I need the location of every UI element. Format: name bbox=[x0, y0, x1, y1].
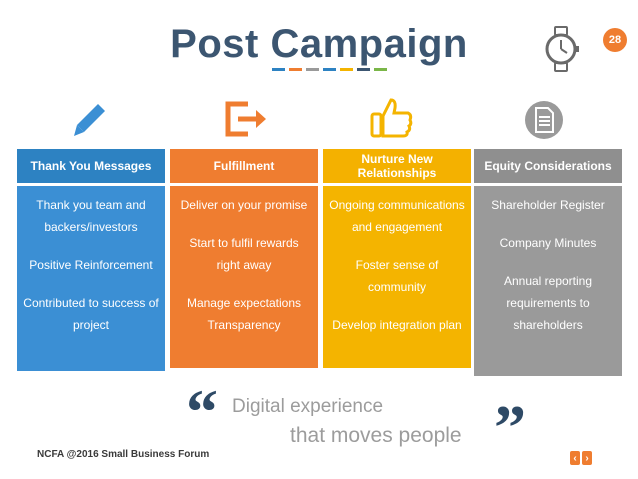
page-title: Post Campaign bbox=[170, 22, 468, 66]
column-body: Deliver on your promise Start to fulfil … bbox=[170, 186, 318, 368]
list-item: Foster sense of community bbox=[355, 258, 439, 294]
list-item: Shareholder Register bbox=[491, 198, 605, 212]
column-body: Ongoing communications and engagement Fo… bbox=[323, 186, 471, 368]
list-item: Company Minutes bbox=[499, 236, 597, 250]
thumbs-up-icon bbox=[370, 98, 413, 138]
list-item: Ongoing communications and engagement bbox=[329, 198, 465, 234]
list-item: Develop integration plan bbox=[332, 318, 462, 332]
column-body: Shareholder Register Company Minutes Ann… bbox=[474, 186, 622, 376]
slide-nav: ‹ › bbox=[570, 451, 592, 465]
column-body: Thank you team and backers/investors Pos… bbox=[17, 186, 165, 371]
open-quote-mark: “ bbox=[186, 376, 218, 447]
quote-line-2: that moves people bbox=[290, 424, 462, 447]
column-header: Fulfillment bbox=[170, 149, 318, 183]
list-item: Annual reporting requirements to shareho… bbox=[503, 274, 593, 332]
column-nurture: Nurture New Relationships Ongoing commun… bbox=[323, 149, 471, 368]
list-item: Manage expectations Transparency bbox=[186, 296, 302, 332]
title-underline bbox=[272, 68, 387, 71]
column-thank-you: Thank You Messages Thank you team and ba… bbox=[17, 149, 165, 371]
list-item: Thank you team and backers/investors bbox=[36, 198, 146, 234]
list-item: Contributed to success of project bbox=[23, 296, 159, 332]
column-header: Nurture New Relationships bbox=[323, 149, 471, 183]
footer-text: NCFA @2016 Small Business Forum bbox=[37, 449, 210, 460]
close-quote-mark: ” bbox=[494, 392, 526, 463]
list-item: Positive Reinforcement bbox=[29, 258, 153, 272]
document-icon bbox=[525, 101, 563, 139]
column-fulfillment: Fulfillment Deliver on your promise Star… bbox=[170, 149, 318, 368]
column-header: Thank You Messages bbox=[17, 149, 165, 183]
quote-line-1: Digital experience bbox=[232, 396, 384, 417]
page-number-badge: 28 bbox=[603, 28, 627, 52]
watch-icon bbox=[545, 26, 579, 72]
prev-slide-button[interactable]: ‹ bbox=[570, 451, 580, 465]
list-item: Start to fulfil rewards right away bbox=[189, 236, 299, 272]
exit-icon bbox=[225, 101, 266, 137]
column-header: Equity Considerations bbox=[474, 149, 622, 183]
pencil-icon bbox=[74, 104, 105, 136]
next-slide-button[interactable]: › bbox=[582, 451, 592, 465]
column-equity: Equity Considerations Shareholder Regist… bbox=[474, 149, 622, 376]
list-item: Deliver on your promise bbox=[180, 198, 308, 212]
